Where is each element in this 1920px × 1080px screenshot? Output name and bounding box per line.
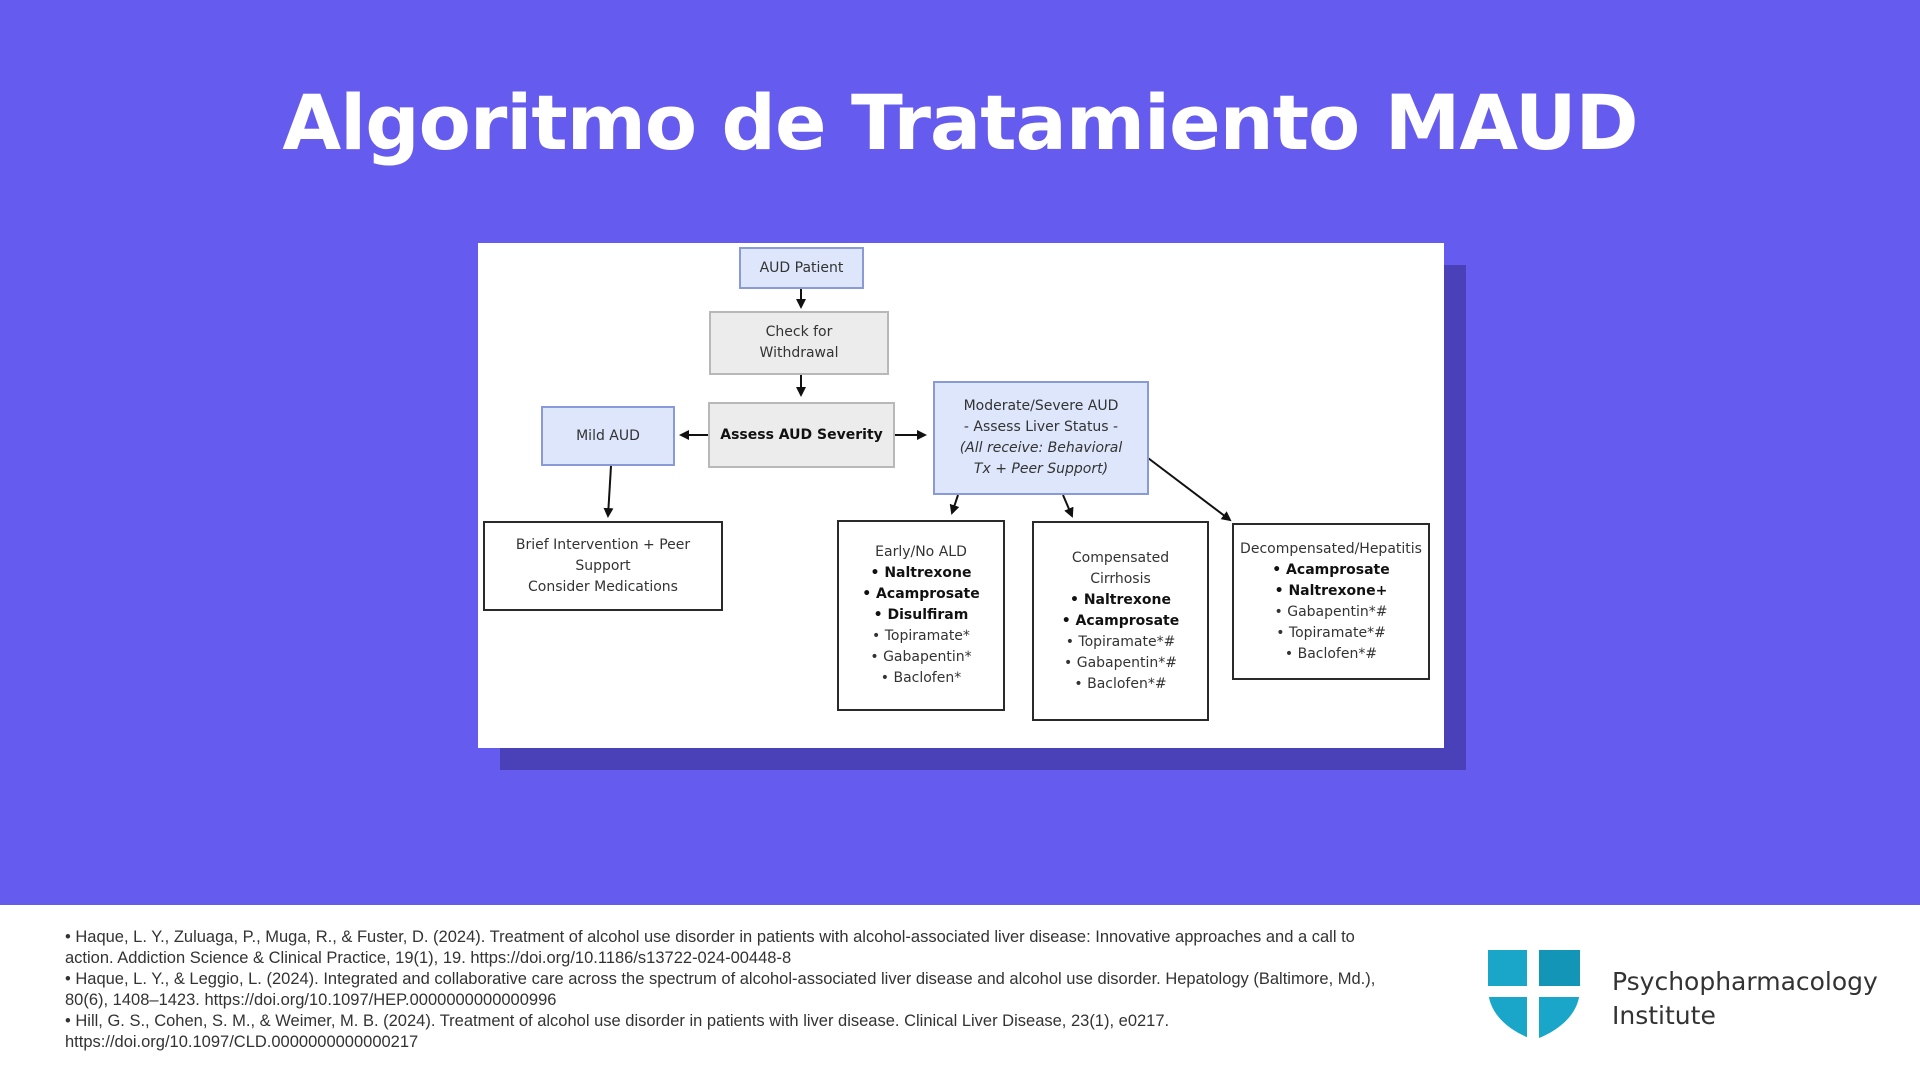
node-compensated-title-line2: Cirrhosis: [1090, 570, 1151, 587]
node-compensated-title-line1: Compensated: [1071, 549, 1170, 566]
diagram-card: AUD Patient Check for Withdrawal Assess …: [478, 243, 1444, 748]
drug-item: • Acamprosate: [862, 586, 980, 602]
drug-item: • Topiramate*#: [1276, 624, 1386, 641]
node-early-title: Early/No ALD: [875, 544, 967, 560]
logo-line2: Institute: [1612, 1001, 1716, 1030]
node-moderate-severe: Moderate/Severe AUD - Assess Liver Statu…: [933, 381, 1149, 495]
diagram-edges: [603, 289, 1232, 522]
node-moderate-line4: Tx + Peer Support): [973, 461, 1109, 477]
reference-item: • Haque, L. Y., & Leggio, L. (2024). Int…: [65, 970, 1376, 1009]
node-mild-aud-label: Mild AUD: [576, 427, 640, 444]
drug-item: • Disulfiram: [873, 607, 969, 623]
edge-mild-to-brief: [603, 465, 614, 518]
drug-item: • Naltrexone: [870, 565, 972, 581]
references: • Haque, L. Y., Zuluaga, P., Muga, R., &…: [65, 927, 1385, 1053]
node-aud-patient: AUD Patient: [739, 247, 864, 289]
node-mild-aud: Mild AUD: [541, 406, 675, 466]
node-brief-line1: Brief Intervention + Peer: [515, 536, 691, 553]
drug-item: • Gabapentin*: [870, 649, 972, 665]
slide-title: Algoritmo de Tratamiento MAUD: [282, 78, 1638, 167]
node-assess-severity: Assess AUD Severity: [708, 402, 895, 468]
drug-item: • Baclofen*: [880, 670, 962, 686]
node-early-no-ald: Early/No ALD • Naltrexone • Acamprosate …: [837, 520, 1005, 711]
drug-item: • Baclofen*#: [1074, 675, 1167, 692]
edge-moderate-to-compensated: [1062, 494, 1074, 518]
node-brief-line2: Support: [575, 557, 631, 574]
drug-item: • Acamprosate: [1061, 612, 1180, 629]
reference-item: • Haque, L. Y., Zuluaga, P., Muga, R., &…: [65, 928, 1355, 967]
drug-item: • Gabapentin*#: [1274, 603, 1388, 620]
node-moderate-line3: (All receive: Behavioral: [959, 440, 1123, 456]
drug-item: • Topiramate*#: [1065, 633, 1176, 650]
drug-item: • Baclofen*#: [1284, 645, 1378, 662]
node-compensated-cirrhosis: Compensated Cirrhosis • Naltrexone • Aca…: [1032, 521, 1209, 721]
node-moderate-line1: Moderate/Severe AUD: [963, 398, 1119, 414]
edge-moderate-to-early: [949, 494, 960, 515]
drug-item: • Naltrexone+: [1274, 582, 1388, 599]
node-brief-intervention: Brief Intervention + Peer Support Consid…: [483, 521, 723, 611]
shield-cross-icon: [1488, 950, 1580, 1040]
reference-item: • Hill, G. S., Cohen, S. M., & Weimer, M…: [65, 1012, 1170, 1051]
drug-item: • Topiramate*: [872, 628, 970, 644]
node-brief-line3: Consider Medications: [528, 578, 678, 595]
logo-line1: Psychopharmacology: [1612, 967, 1878, 996]
node-check-withdrawal: Check for Withdrawal: [709, 311, 889, 375]
drug-item: • Acamprosate: [1272, 561, 1390, 578]
edge-moderate-to-decompensated: [1147, 457, 1232, 522]
node-check-withdrawal-line2: Withdrawal: [759, 345, 839, 361]
node-aud-patient-label: AUD Patient: [759, 259, 844, 276]
drug-item: • Gabapentin*#: [1064, 654, 1177, 671]
node-decompensated-title: Decompensated/Hepatitis: [1240, 540, 1422, 557]
drug-item: • Naltrexone: [1070, 591, 1171, 608]
node-moderate-line2: - Assess Liver Status -: [963, 419, 1119, 435]
node-check-withdrawal-line1: Check for: [765, 324, 833, 340]
logo-wordmark: Psychopharmacology Institute: [1612, 965, 1878, 1033]
node-assess-severity-label: Assess AUD Severity: [720, 426, 883, 443]
node-decompensated-hepatitis: Decompensated/Hepatitis • Acamprosate • …: [1232, 523, 1430, 680]
